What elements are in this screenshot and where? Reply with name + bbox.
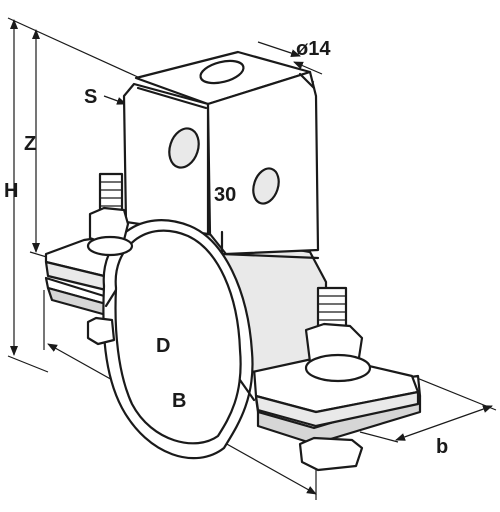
- mounting-bracket: [122, 50, 320, 260]
- label-s: S: [84, 86, 97, 108]
- dimension-labels: H Z S ø14 30 D B b: [4, 38, 448, 458]
- label-slot-spacing: 30: [214, 184, 236, 206]
- bolt-left: [86, 172, 134, 346]
- label-d: D: [156, 335, 170, 357]
- label-z: Z: [24, 133, 36, 155]
- label-b-small: b: [436, 436, 448, 458]
- label-b-width: B: [172, 390, 186, 412]
- pipe-band: [102, 219, 256, 460]
- label-hole-diameter: ø14: [296, 38, 331, 60]
- bolt-right: [298, 286, 372, 472]
- label-h: H: [4, 180, 18, 202]
